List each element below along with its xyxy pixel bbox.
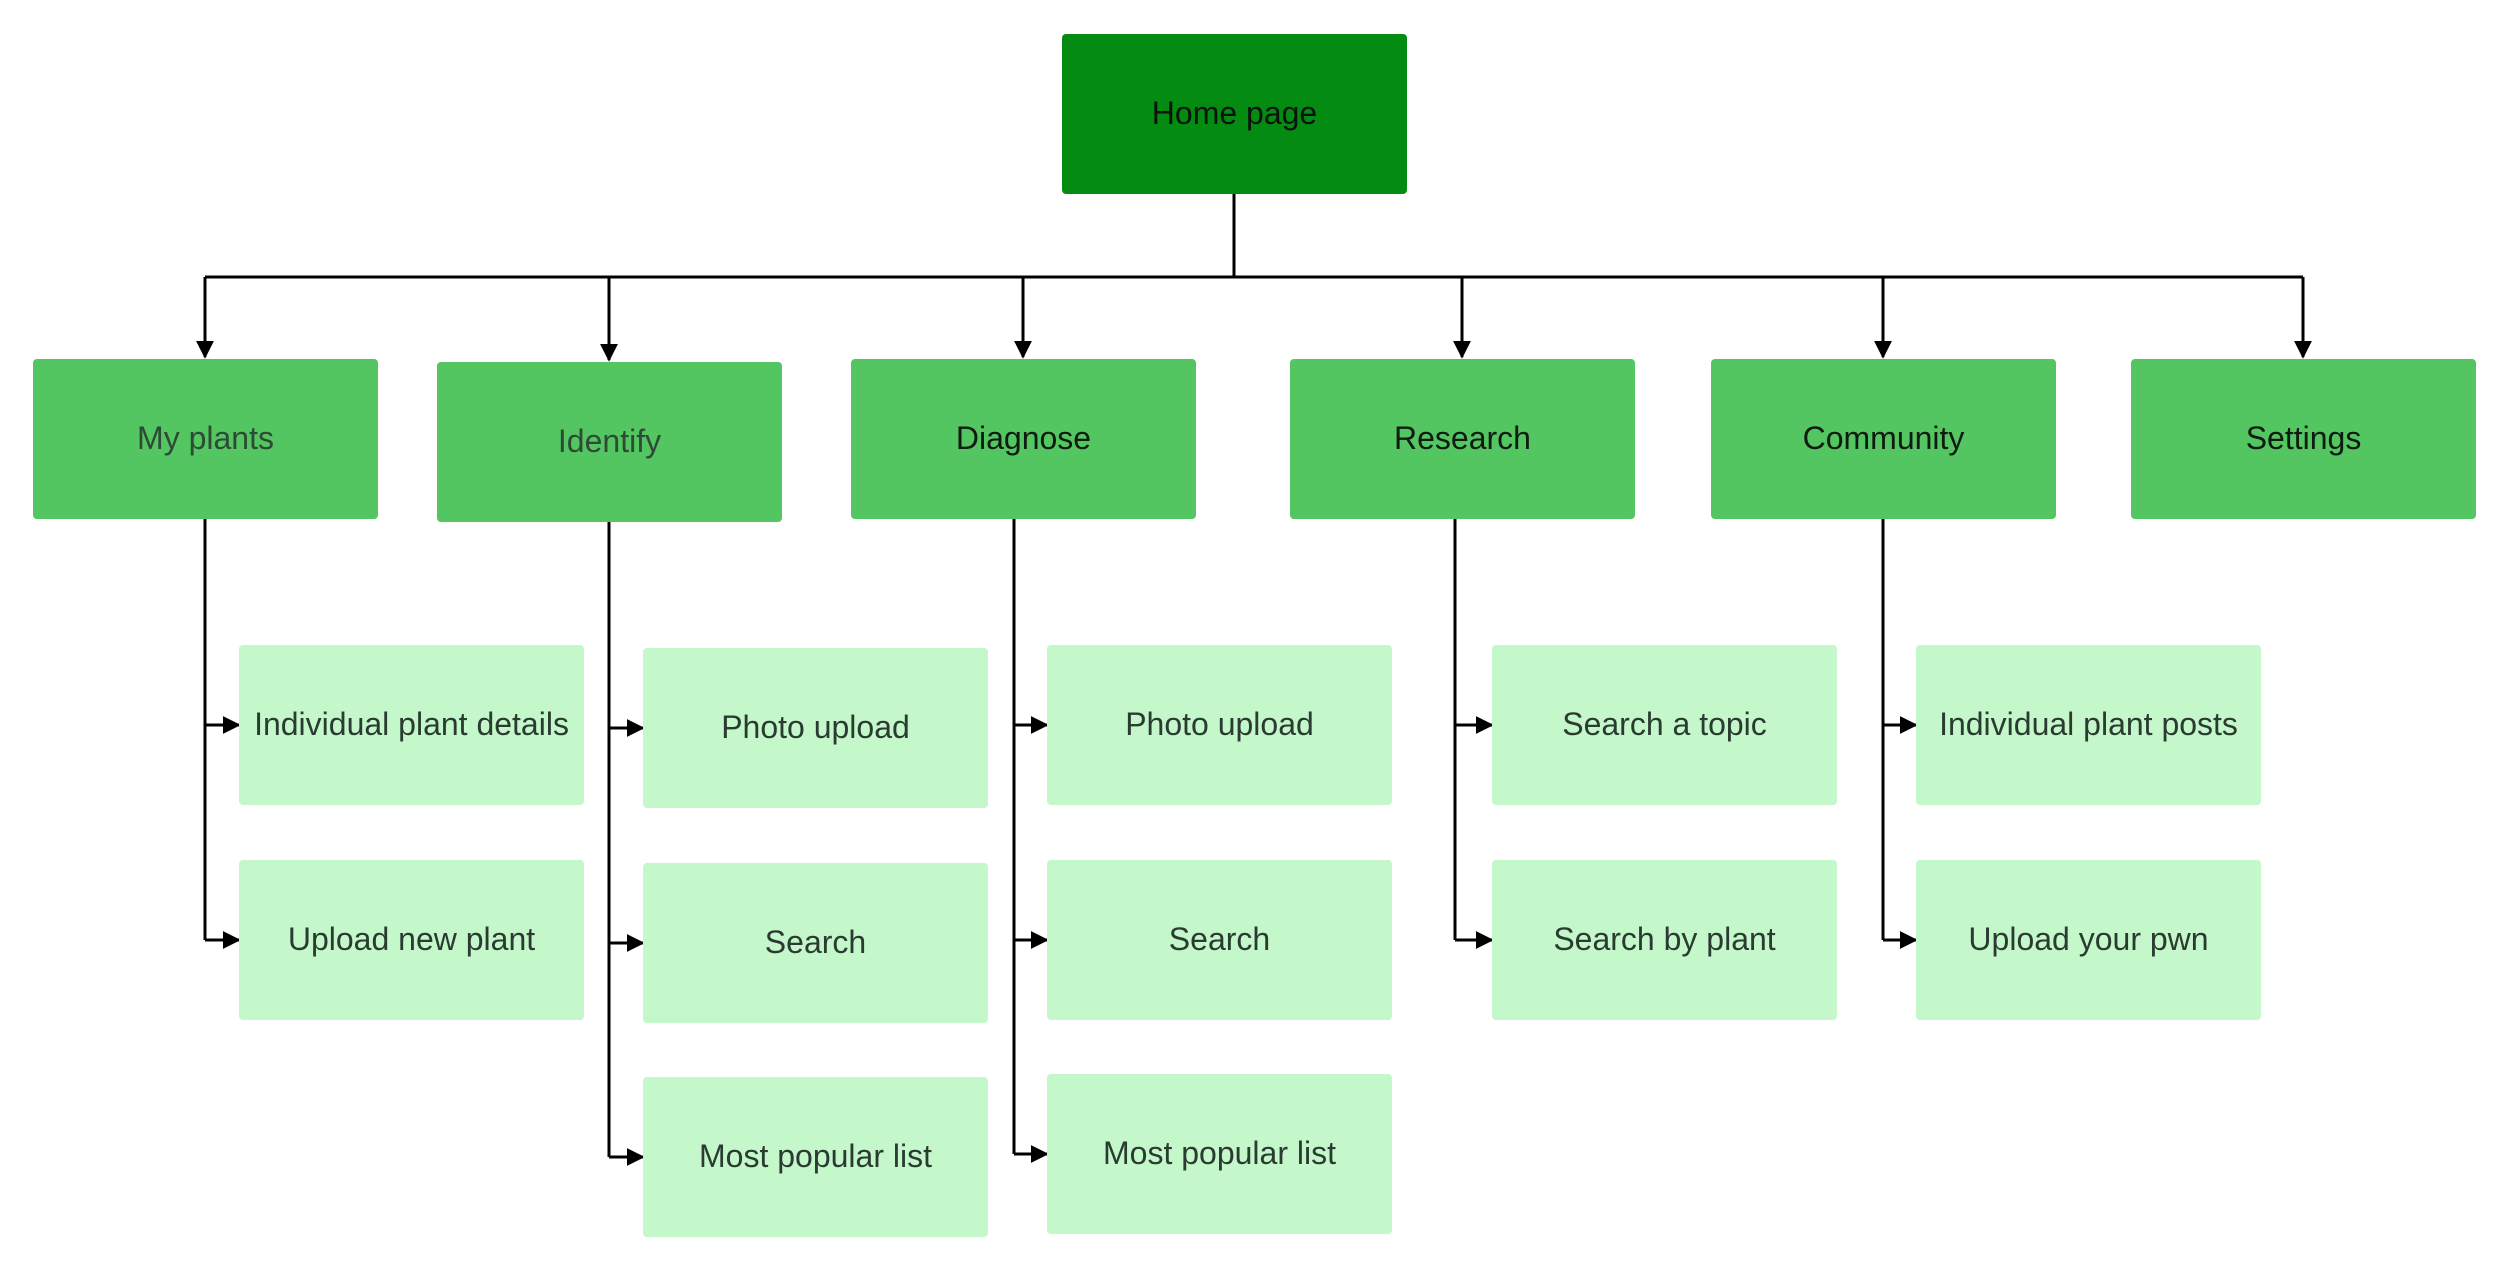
individual-plant-details-node[interactable]: Individual plant details	[239, 645, 584, 805]
research-node[interactable]: Research	[1290, 359, 1635, 519]
individual-plant-posts-node[interactable]: Individual plant posts	[1916, 645, 2261, 805]
search-a-topic-label: Search a topic	[1562, 706, 1767, 743]
diagnose-most-popular-list-node[interactable]: Most popular list	[1047, 1074, 1392, 1234]
diagnose-search-node[interactable]: Search	[1047, 860, 1392, 1020]
identify-photo-upload-node[interactable]: Photo upload	[643, 648, 988, 808]
upload-new-plant-label: Upload new plant	[287, 921, 536, 958]
settings-node[interactable]: Settings	[2131, 359, 2476, 519]
my-plants-node[interactable]: My plants	[33, 359, 378, 519]
diagnose-node[interactable]: Diagnose	[851, 359, 1196, 519]
upload-your-pwn-node[interactable]: Upload your pwn	[1916, 860, 2261, 1020]
community-label: Community	[1802, 420, 1965, 457]
home-page-node[interactable]: Home page	[1062, 34, 1407, 194]
upload-your-pwn-label: Upload your pwn	[1968, 921, 2209, 958]
identify-photo-upload-label: Photo upload	[721, 709, 910, 746]
identify-most-popular-list-label: Most popular list	[699, 1138, 932, 1175]
identify-most-popular-list-node[interactable]: Most popular list	[643, 1077, 988, 1237]
individual-plant-details-label: Individual plant details	[254, 706, 569, 743]
diagnose-most-popular-list-label: Most popular list	[1103, 1135, 1336, 1172]
settings-label: Settings	[2245, 420, 2362, 457]
identify-search-label: Search	[764, 924, 867, 961]
research-label: Research	[1394, 420, 1531, 457]
diagnose-photo-upload-label: Photo upload	[1125, 706, 1314, 743]
individual-plant-posts-label: Individual plant posts	[1939, 706, 2238, 743]
my-plants-label: My plants	[137, 420, 274, 457]
identify-node[interactable]: Identify	[437, 362, 782, 522]
home-page-label: Home page	[1151, 95, 1318, 132]
community-node[interactable]: Community	[1711, 359, 2056, 519]
search-a-topic-node[interactable]: Search a topic	[1492, 645, 1837, 805]
identify-label: Identify	[557, 423, 662, 460]
upload-new-plant-node[interactable]: Upload new plant	[239, 860, 584, 1020]
diagnose-search-label: Search	[1168, 921, 1271, 958]
diagnose-photo-upload-node[interactable]: Photo upload	[1047, 645, 1392, 805]
identify-search-node[interactable]: Search	[643, 863, 988, 1023]
diagnose-label: Diagnose	[955, 420, 1092, 457]
search-by-plant-label: Search by plant	[1553, 921, 1776, 958]
search-by-plant-node[interactable]: Search by plant	[1492, 860, 1837, 1020]
